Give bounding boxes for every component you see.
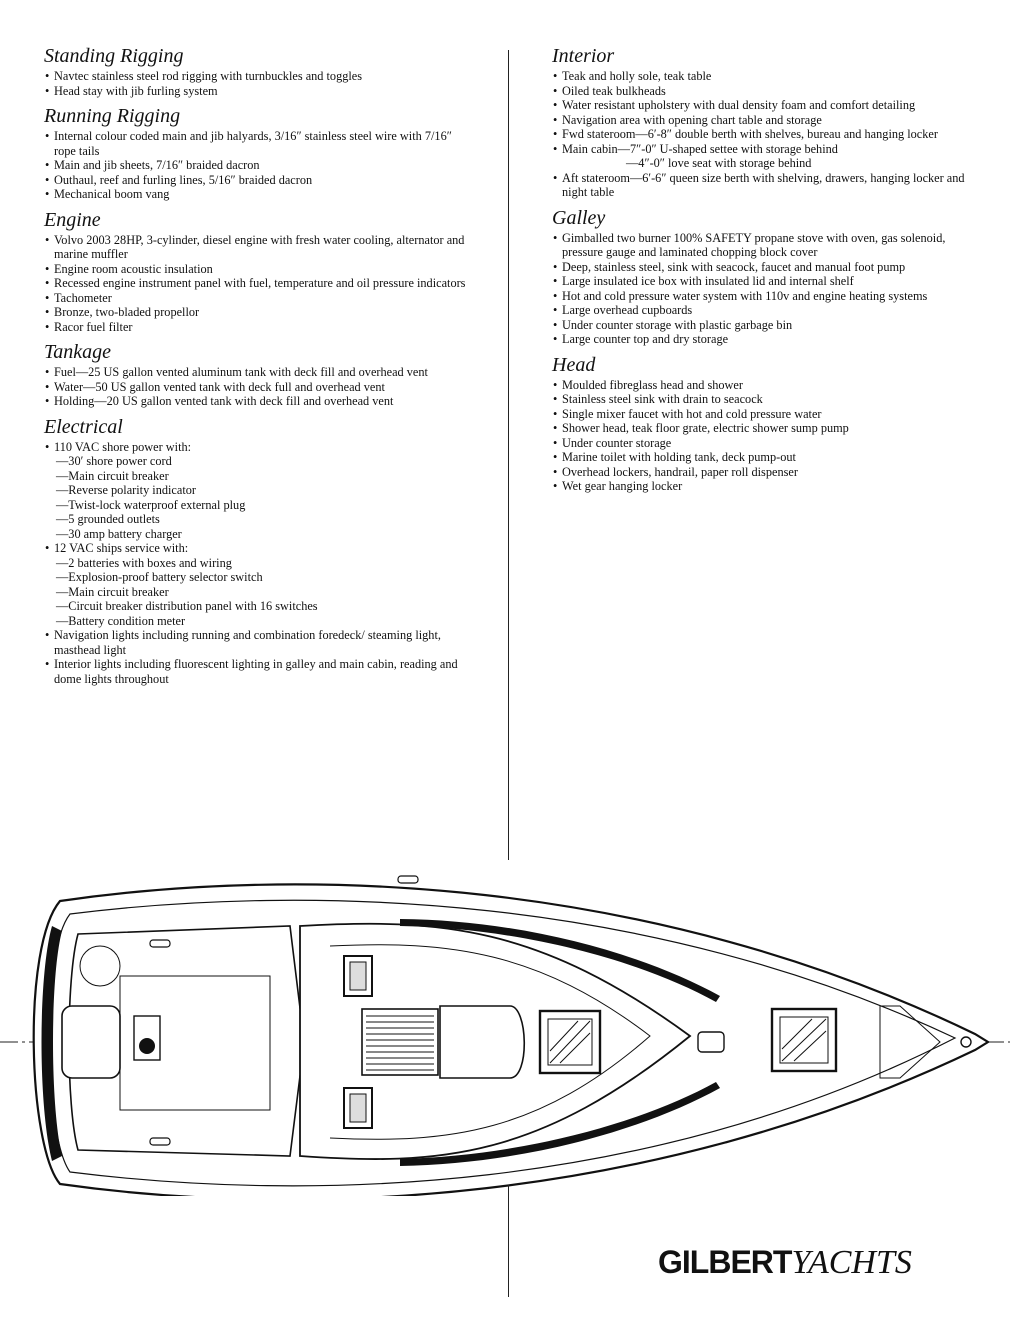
spec-item: Hot and cold pressure water system with … [552, 289, 972, 304]
spec-list: Internal colour coded main and jib halya… [44, 129, 474, 202]
spec-sub-item: —30′ shore power cord [56, 454, 172, 468]
spec-sub-item: —Explosion-proof battery selector switch [56, 570, 263, 584]
spec-item: Under counter storage with plastic garba… [552, 318, 972, 333]
spec-item: Overhead lockers, handrail, paper roll d… [552, 465, 972, 480]
brand-logo-bold: GILBERT [658, 1244, 792, 1280]
spec-item: Fuel—25 US gallon vented aluminum tank w… [44, 365, 474, 380]
spec-sub-item: —Twist-lock waterproof external plug [56, 497, 246, 512]
spec-list: Teak and holly sole, teak tableOiled tea… [552, 69, 972, 200]
spec-item: Teak and holly sole, teak table [552, 69, 972, 84]
spec-sub-item: —Main circuit breaker [56, 468, 169, 483]
spec-item: Main cabin—7″-0″ U-shaped settee with st… [552, 142, 972, 157]
spec-item: 12 VAC ships service with: [44, 541, 474, 556]
spec-list: Navtec stainless steel rod rigging with … [44, 69, 474, 98]
spec-sub-item: —Reverse polarity indicator [56, 483, 197, 497]
section-heading: Standing Rigging [44, 45, 184, 67]
spec-item: Shower head, teak floor grate, electric … [552, 421, 972, 436]
spec-item: Large insulated ice box with insulated l… [552, 274, 972, 289]
spec-item: Fwd stateroom—6′-8″ double berth with sh… [552, 127, 972, 142]
spec-item: Outhaul, reef and furling lines, 5/16″ b… [44, 173, 474, 188]
spec-item: Engine room acoustic insulation [44, 262, 474, 277]
spec-item: Water resistant upholstery with dual den… [552, 98, 972, 113]
section-heading: Running Rigging [44, 105, 181, 127]
spec-item: Large overhead cupboards [552, 303, 972, 318]
spec-item: Navigation lights including running and … [44, 628, 474, 657]
section-heading: Head [552, 353, 596, 376]
spec-list: Moulded fibreglass head and showerStainl… [552, 378, 972, 494]
section-heading: Galley [552, 206, 606, 229]
spec-sub-item: —4″-0″ love seat with storage behind [626, 156, 812, 170]
spec-item: Interior lights including fluorescent li… [44, 657, 474, 686]
spec-item: Large counter top and dry storage [552, 332, 972, 347]
spec-list: 110 VAC shore power with:—30′ shore powe… [44, 440, 474, 687]
spec-item: Volvo 2003 28HP, 3-cylinder, diesel engi… [44, 233, 474, 262]
spec-section-tankage: TankageFuel—25 US gallon vented aluminum… [44, 340, 474, 409]
spec-item: Water—50 US gallon vented tank with deck… [44, 380, 474, 395]
spec-item: Head stay with jib furling system [44, 84, 474, 99]
spec-sub-item: —Battery condition meter [56, 613, 186, 628]
spec-item: Tachometer [44, 291, 474, 306]
spec-section-engine: EngineVolvo 2003 28HP, 3-cylinder, diese… [44, 208, 474, 335]
spec-sub-item: —30 amp battery charger [56, 526, 182, 541]
spec-sub-item: —2 batteries with boxes and wiring [56, 555, 232, 570]
spec-section-standing-rigging: Standing RiggingNavtec stainless steel r… [44, 44, 474, 98]
spec-section-galley: GalleyGimballed two burner 100% SAFETY p… [552, 206, 972, 347]
spec-sub-item: —Main circuit breaker [56, 584, 169, 599]
spec-item: Main and jib sheets, 7/16″ braided dacro… [44, 158, 474, 173]
spec-item: Moulded fibreglass head and shower [552, 378, 972, 393]
right-column: InteriorTeak and holly sole, teak tableO… [552, 44, 972, 500]
section-heading: Interior [552, 45, 615, 67]
spec-item: Internal colour coded main and jib halya… [44, 129, 474, 158]
left-column: Standing RiggingNavtec stainless steel r… [44, 44, 474, 692]
spec-item: Bronze, two-bladed propellor [44, 305, 474, 320]
section-heading: Engine [44, 208, 101, 231]
spec-item: Navigation area with opening chart table… [552, 113, 972, 128]
spec-item: Navtec stainless steel rod rigging with … [44, 69, 474, 84]
spec-section-running-rigging: Running RiggingInternal colour coded mai… [44, 104, 474, 202]
brand-logo-italic: YACHTS [791, 1244, 912, 1281]
column-divider [508, 50, 509, 860]
section-heading: Electrical [44, 415, 123, 438]
brand-logo: GILBERTYACHTS [658, 1244, 912, 1284]
section-heading: Tankage [44, 341, 112, 363]
spec-item: Gimballed two burner 100% SAFETY propane… [552, 231, 972, 260]
spec-item: Holding—20 US gallon vented tank with de… [44, 394, 474, 409]
spec-item: Recessed engine instrument panel with fu… [44, 276, 474, 291]
spec-item: Aft stateroom—6′-6″ queen size berth wit… [552, 171, 972, 200]
spec-item: Single mixer faucet with hot and cold pr… [552, 407, 972, 422]
spec-item: Stainless steel sink with drain to seaco… [552, 392, 972, 407]
spec-section-interior: InteriorTeak and holly sole, teak tableO… [552, 44, 972, 200]
spec-item: Racor fuel filter [44, 320, 474, 335]
column-divider-bottom [508, 1185, 509, 1297]
spec-section-electrical: Electrical110 VAC shore power with:—30′ … [44, 415, 474, 687]
spec-list: Fuel—25 US gallon vented aluminum tank w… [44, 365, 474, 409]
spec-item: Deep, stainless steel, sink with seacock… [552, 260, 972, 275]
spec-list: Gimballed two burner 100% SAFETY propane… [552, 231, 972, 347]
spec-item: 110 VAC shore power with: [44, 440, 474, 455]
spec-item: Under counter storage [552, 436, 972, 451]
spec-sub-item: —5 grounded outlets [56, 512, 160, 526]
spec-list: Volvo 2003 28HP, 3-cylinder, diesel engi… [44, 233, 474, 335]
spec-sub-item: —Circuit breaker distribution panel with… [56, 599, 318, 613]
spec-item: Wet gear hanging locker [552, 479, 972, 494]
yacht-deck-plan-illustration [0, 875, 1010, 1196]
spec-item: Marine toilet with holding tank, deck pu… [552, 450, 972, 465]
spec-section-head: HeadMoulded fibreglass head and showerSt… [552, 353, 972, 494]
spec-item: Oiled teak bulkheads [552, 84, 972, 99]
spec-item: Mechanical boom vang [44, 187, 474, 202]
